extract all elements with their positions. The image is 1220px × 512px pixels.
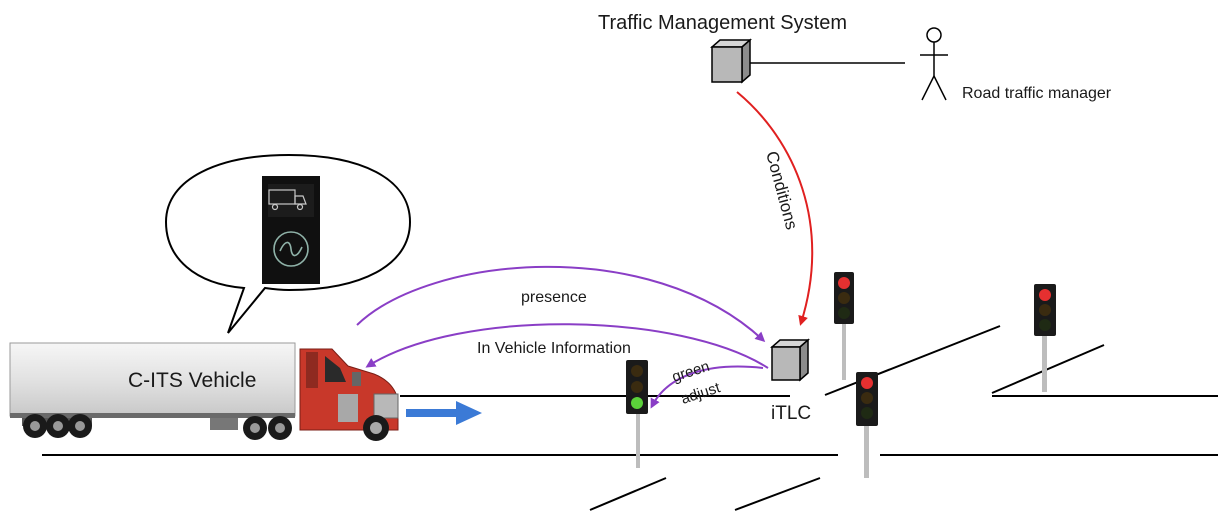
traffic-light-1 — [626, 360, 648, 468]
stick-figure-icon — [920, 27, 948, 101]
traffic-light-4 — [1034, 284, 1056, 392]
crossroad-diagonal-4 — [734, 477, 821, 511]
crossroad-diagonal-2 — [991, 344, 1105, 394]
crossroad-diagonal-3 — [589, 477, 667, 511]
controller-box-icon — [770, 338, 810, 382]
traffic-light-3 — [856, 372, 878, 478]
manager-label: Road traffic manager — [962, 85, 1112, 102]
crossroad-diagonal-1 — [824, 325, 1001, 396]
presence-label: presence — [521, 289, 587, 306]
tms-label: Traffic Management System — [598, 12, 847, 34]
adjust-label: adjust — [679, 379, 723, 408]
vehicle-label: C-ITS Vehicle — [128, 369, 256, 392]
conditions-arrow — [736, 91, 814, 326]
presence-arrow — [356, 265, 766, 343]
ivi-arrow — [365, 323, 769, 369]
truck-sign-icon — [262, 176, 320, 284]
conditions-label: Conditions — [762, 149, 801, 232]
green-adjust-arrow — [650, 365, 764, 409]
server-box-icon — [710, 38, 752, 84]
arrow-right-icon — [406, 401, 482, 425]
traffic-light-2 — [834, 272, 854, 380]
truck-image — [9, 342, 399, 441]
ivi-label: In Vehicle Information — [477, 340, 631, 357]
itlc-label: iTLC — [771, 403, 811, 424]
green-label: green — [670, 358, 712, 386]
road — [42, 325, 1218, 511]
